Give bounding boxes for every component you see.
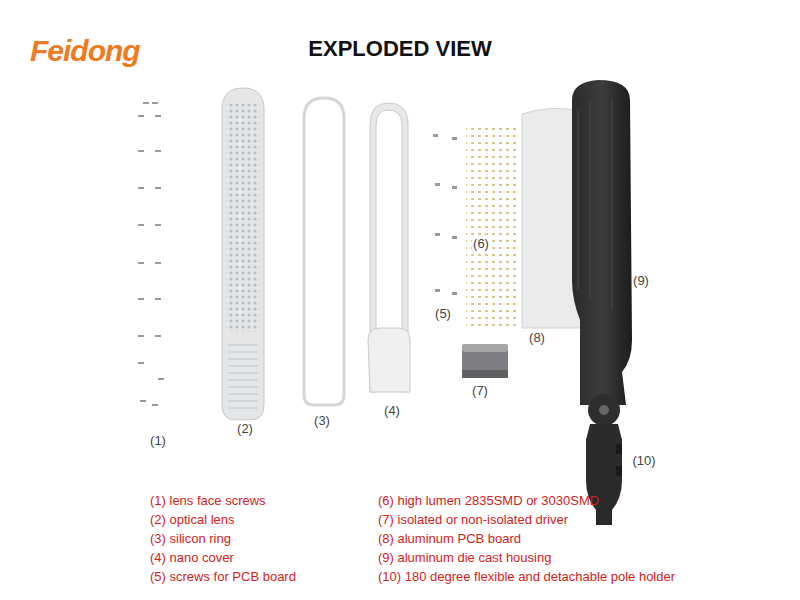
part-description: (4) nano cover — [150, 550, 234, 565]
driver-box — [462, 344, 508, 378]
optical-lens — [222, 88, 264, 420]
callout-number: (9) — [632, 273, 650, 288]
part-description: (3) silicon ring — [150, 531, 231, 546]
part-description: (10) 180 degree flexible and detachable … — [378, 569, 675, 584]
nano-cover — [368, 103, 410, 392]
callout-number: (5) — [434, 306, 452, 321]
callout-number: (2) — [236, 421, 254, 436]
part-description: (1) lens face screws — [150, 493, 266, 508]
part-description: (6) high lumen 2835SMD or 3030SMD — [378, 493, 599, 508]
callout-number: (8) — [528, 330, 546, 345]
callout-number: (1) — [149, 433, 167, 448]
brand-logo: Feidong — [30, 34, 140, 68]
part-description: (7) isolated or non-isolated driver — [378, 512, 568, 527]
screw-set — [433, 134, 457, 295]
housing — [572, 80, 632, 405]
callout-number: (7) — [471, 383, 489, 398]
part-description: (5) screws for PCB board — [150, 569, 296, 584]
callout-number: (3) — [313, 413, 331, 428]
callout-number: (10) — [631, 453, 656, 468]
silicon-ring — [304, 98, 344, 405]
callout-number: (6) — [472, 236, 490, 251]
screw-set — [138, 102, 164, 406]
part-description: (9) aluminum die cast housing — [378, 550, 551, 565]
part-description: (2) optical lens — [150, 512, 235, 527]
part-description: (8) aluminum PCB board — [378, 531, 521, 546]
led-array — [466, 124, 516, 329]
callout-number: (4) — [383, 403, 401, 418]
diagram-title: EXPLODED VIEW — [308, 36, 491, 62]
